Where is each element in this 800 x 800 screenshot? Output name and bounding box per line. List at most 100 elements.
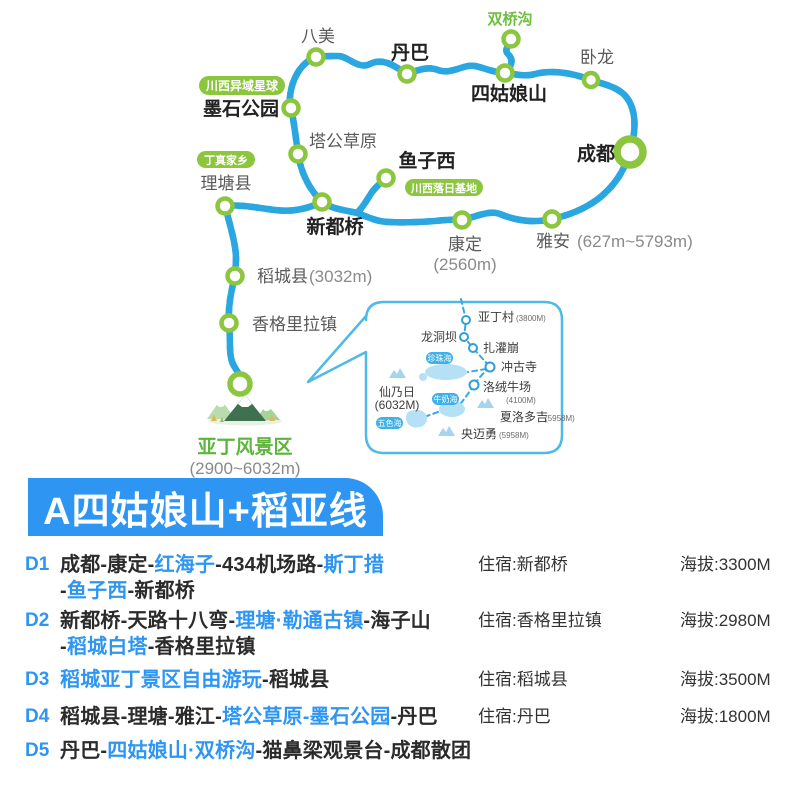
- lake-small-icon: [419, 373, 427, 381]
- inset-callout: 亚丁村 (3800M) 龙洞坝 扎灌崩 冲古寺 仙乃日 (6032M) 洛绒牛场…: [306, 298, 575, 455]
- label-danba: 丹巴: [391, 43, 429, 64]
- node-yaan-icon: [542, 209, 562, 229]
- inset-badge-zhenzhuhai-bg: [426, 352, 453, 364]
- route-text: 成都-康定-红海子-434机场路-斯丁措 -鱼子西-新都桥: [60, 552, 478, 604]
- label-daocheng: 稻城县: [257, 267, 308, 286]
- label-daocheng-alt: (3032m): [309, 267, 372, 286]
- altitude: 海拔:2980M: [680, 611, 771, 630]
- node-danba-icon: [397, 64, 417, 84]
- day-label: D4: [25, 706, 50, 727]
- inset-badge-niunaihai: 牛奶海: [434, 394, 458, 404]
- badge-luori-bg: [405, 179, 483, 196]
- badge-yiyu: 川西异域星球: [205, 78, 279, 93]
- node-yading-icon: [227, 371, 253, 397]
- lodging: 住宿:稻城县: [478, 670, 568, 689]
- lodging: 住宿:香格里拉镇: [478, 611, 602, 630]
- label-kangding-alt: (2560m): [433, 255, 496, 274]
- label-bamei: 八美: [301, 27, 335, 46]
- inset-label-yadingcun: 亚丁村: [478, 310, 514, 324]
- inset-badge-wusehai: 五色海: [378, 418, 402, 428]
- label-yuzixi: 鱼子西: [398, 149, 455, 172]
- label-kangding: 康定: [448, 235, 482, 254]
- route-line-1: 稻城亚丁景区自由游玩-稻城县: [60, 669, 330, 691]
- label-shuangqiaogou: 双桥沟: [487, 10, 532, 28]
- route-text: 丹巴-四姑娘山·双桥沟-猫鼻梁观景台-成都散团: [60, 738, 478, 764]
- route-text: 稻城亚丁景区自由游玩-稻城县: [60, 667, 478, 693]
- itinerary-row-d2: D2 新都桥-天路十八弯-理塘·勒通古镇-海子山 -稻城白塔-香格里拉镇 住宿:…: [25, 608, 795, 660]
- route-stops: [215, 29, 647, 397]
- node-xinduqiao-icon: [312, 192, 332, 212]
- route-line-2: -鱼子西-新都桥: [60, 580, 195, 602]
- label-yading-alt: (2900~6032m): [189, 459, 300, 478]
- inset-node-luorong-icon: [468, 379, 480, 391]
- itinerary-row-d3: D3 稻城亚丁景区自由游玩-稻城县 住宿:稻城县 海拔:3500M: [25, 667, 795, 693]
- badge-dingzhen-bg: [197, 151, 255, 168]
- inset-node-yadingcun-icon: [461, 315, 471, 325]
- itinerary-row-d1: D1 成都-康定-红海子-434机场路-斯丁措 -鱼子西-新都桥 住宿:新都桥 …: [25, 552, 795, 604]
- day-label: D5: [25, 740, 50, 761]
- route-map: 八美 丹巴 双桥沟 卧龙 四姑娘山 成都 墨石公园 塔公草原 理塘县 新都桥 鱼…: [189, 10, 692, 478]
- inset-label-chonggusi: 冲古寺: [501, 359, 537, 374]
- inset-label-yangmaiyong-alt: (5958M): [499, 431, 529, 440]
- label-xianggelila: 香格里拉镇: [252, 315, 337, 334]
- inset-badge-zhenzhuhai: 珍珠海: [428, 353, 452, 363]
- inset-label-zhaguanbeng: 扎灌崩: [483, 341, 519, 355]
- mountain-xiannairi-icon: [389, 368, 406, 378]
- node-chengdu-icon: [613, 135, 647, 169]
- itinerary-list: D1 成都-康定-红海子-434机场路-斯丁措 -鱼子西-新都桥 住宿:新都桥 …: [25, 552, 795, 764]
- inset-label-xiannairi-alt: (6032M): [375, 398, 420, 412]
- itinerary-row-d4: D4 稻城县-理塘-雅江-塔公草原-墨石公园-丹巴 住宿:丹巴 海拔:1800M: [25, 704, 795, 730]
- label-wolong: 卧龙: [580, 48, 614, 67]
- altitude: 海拔:3300M: [680, 555, 771, 574]
- node-xianggelila-icon: [219, 313, 239, 333]
- route-text: 稻城县-理塘-雅江-塔公草原-墨石公园-丹巴: [60, 704, 478, 730]
- label-yaan: 雅安: [536, 232, 570, 251]
- node-yuzixi-icon: [376, 168, 396, 188]
- map-labels: 八美 丹巴 双桥沟 卧龙 四姑娘山 成都 墨石公园 塔公草原 理塘县 新都桥 鱼…: [189, 10, 692, 478]
- badge-dingzhen: 丁真家乡: [204, 153, 248, 167]
- yading-mountains-icon: [207, 395, 282, 426]
- lodging: 住宿:新都桥: [478, 555, 568, 574]
- inset-label-luorong-alt: (4100M): [506, 396, 536, 405]
- inset-badge-wusehai-bg: [376, 417, 403, 429]
- node-wolong-icon: [581, 70, 601, 90]
- inset-label-xialuoduoji: 夏洛多吉: [500, 409, 548, 424]
- label-chengdu: 成都: [577, 142, 615, 165]
- inset-label-yangmaiyong: 央迈勇: [461, 427, 497, 441]
- day-label: D1: [25, 554, 50, 575]
- label-tagong: 塔公草原: [309, 132, 377, 151]
- route-line-2: -稻城白塔-香格里拉镇: [60, 636, 256, 658]
- mountain-xialuoduoji-icon: [477, 398, 494, 408]
- inset-label-yadingcun-alt: (3800M): [516, 314, 546, 323]
- badge-yiyu-bg: [199, 76, 285, 95]
- label-siguniangshan: 四姑娘山: [471, 82, 547, 105]
- inset-badge-niunaihai-bg: [432, 393, 459, 405]
- itinerary-row-d5: D5 丹巴-四姑娘山·双桥沟-猫鼻梁观景台-成都散团: [25, 738, 795, 764]
- lake-wusehai-icon: [406, 409, 428, 428]
- label-litang: 理塘县: [201, 174, 252, 193]
- inset-node-chonggusi-icon: [484, 361, 496, 373]
- inset-label-xiannairi: 仙乃日: [379, 385, 415, 399]
- altitude: 海拔:1800M: [680, 707, 771, 726]
- node-shuangqiaogou-icon: [501, 29, 521, 49]
- route-title-banner: A四姑娘山+稻亚线: [28, 478, 383, 536]
- route-title: A四姑娘山+稻亚线: [43, 490, 368, 533]
- route-text: 新都桥-天路十八弯-理塘·勒通古镇-海子山 -稻城白塔-香格里拉镇: [60, 608, 478, 660]
- node-tagong-icon: [288, 144, 308, 164]
- node-kangding-icon: [452, 210, 472, 230]
- route-line-1: 丹巴-四姑娘山·双桥沟-猫鼻梁观景台-成都散团: [60, 740, 472, 762]
- node-moshi-icon: [281, 98, 301, 118]
- label-moshi: 墨石公园: [203, 98, 279, 120]
- roads: [221, 38, 634, 381]
- lake-zhenzhuhai-icon: [425, 364, 467, 380]
- label-xinduqiao: 新都桥: [306, 215, 364, 238]
- altitude: 海拔:3500M: [680, 670, 771, 689]
- node-siguniangshan-icon: [495, 63, 515, 83]
- route-line-1: 成都-康定-红海子-434机场路-斯丁措: [60, 554, 385, 576]
- badge-luori: 川西落日基地: [410, 181, 477, 195]
- day-label: D3: [25, 669, 50, 690]
- inset-node-zhaguanbeng-icon: [468, 343, 478, 353]
- node-bamei-icon: [306, 47, 326, 67]
- label-yaan-alt: (627m~5793m): [577, 232, 693, 251]
- inset-label-luorong: 洛绒牛场: [483, 379, 531, 394]
